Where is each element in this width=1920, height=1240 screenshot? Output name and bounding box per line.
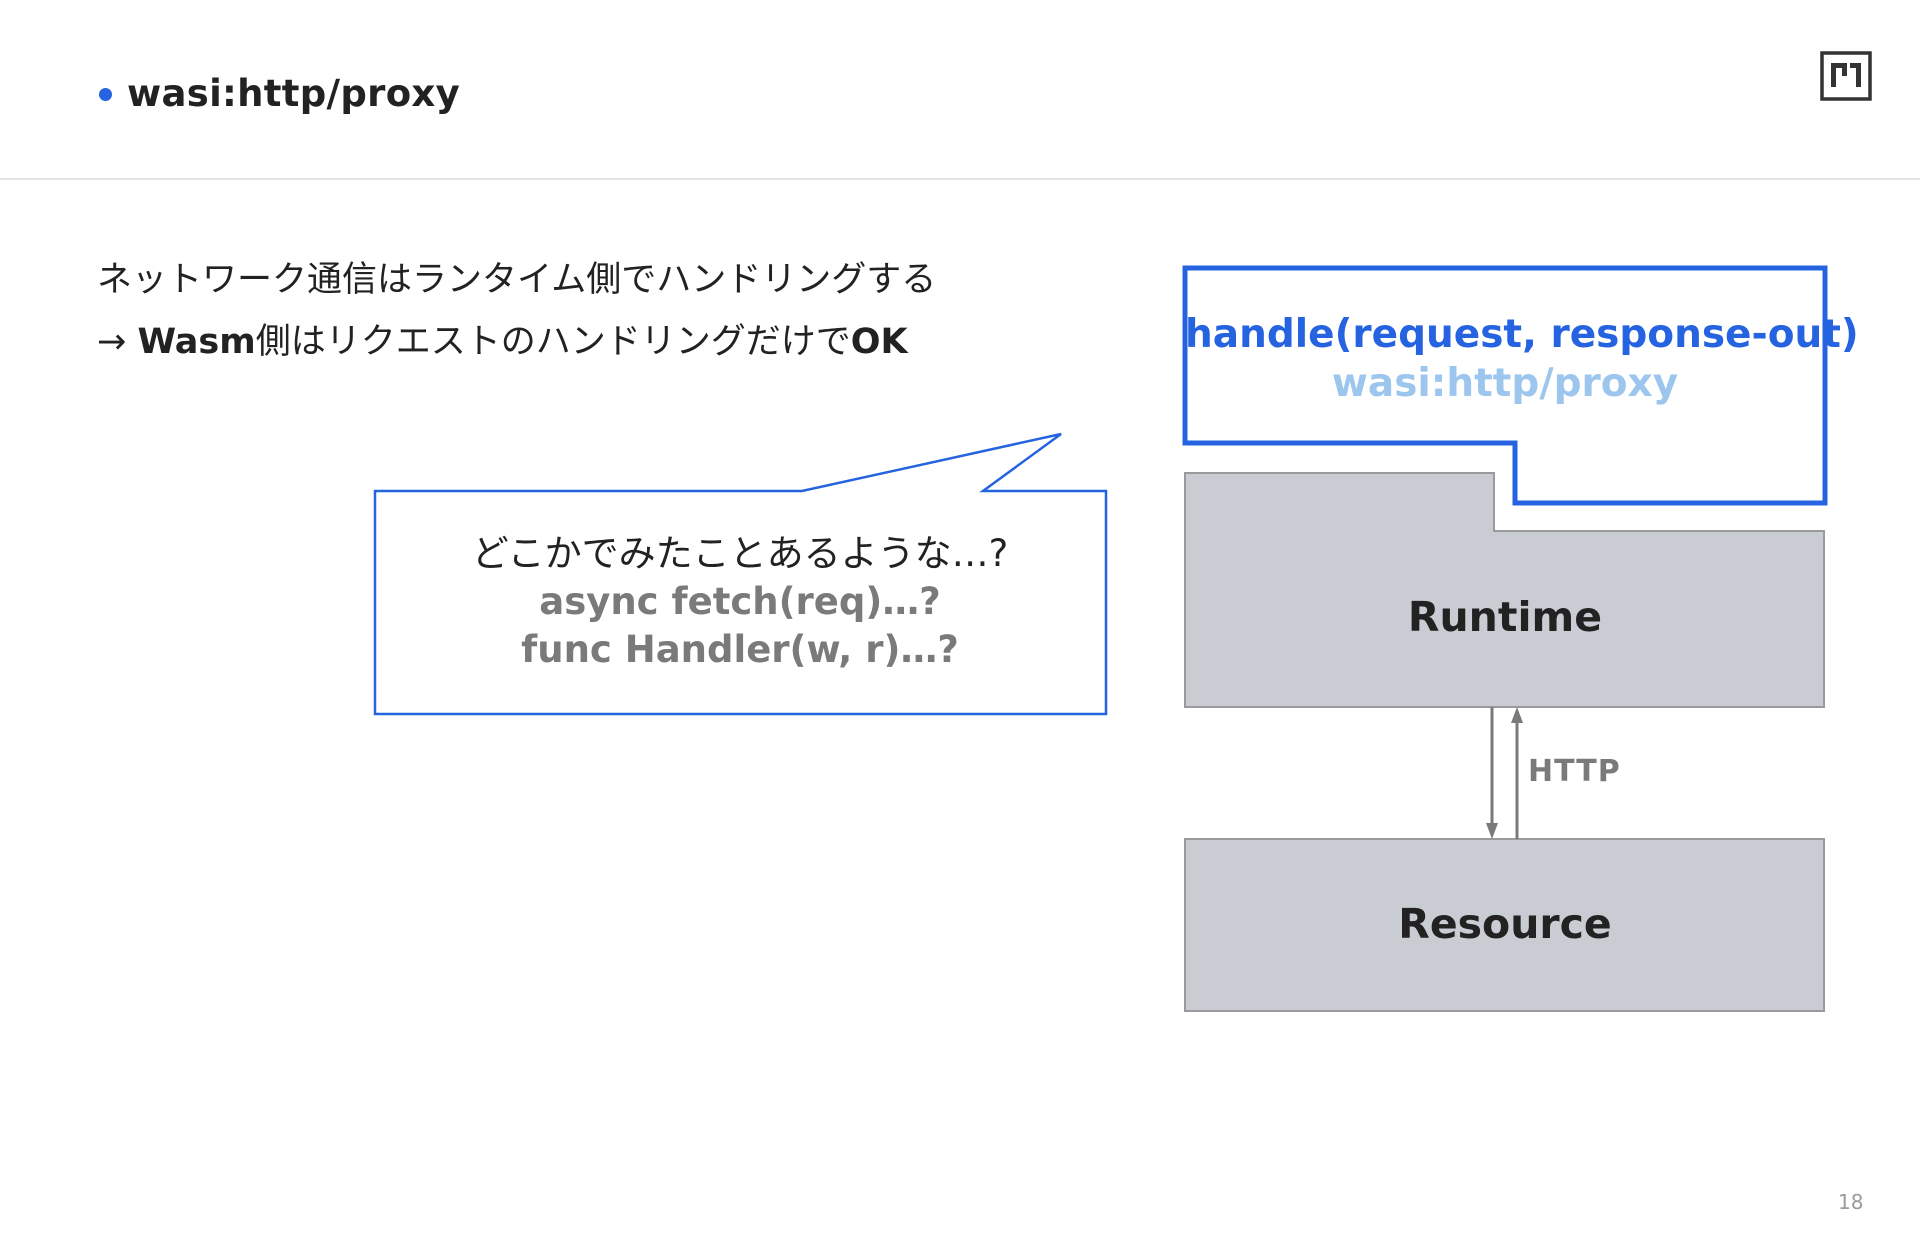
- arrow-prefix: →: [97, 322, 138, 362]
- resource-label: Resource: [1398, 900, 1612, 948]
- handle-signature: handle(request, response-out): [1185, 312, 1859, 357]
- bullet-dot-icon: [99, 88, 112, 101]
- body-line-runtime-handles-network: ネットワーク通信はランタイム側でハンドリングする: [97, 260, 937, 300]
- proxy-interface-box: [1182, 265, 1828, 506]
- speech-bubble: [373, 432, 1108, 716]
- arrow-down-head: [1486, 823, 1498, 839]
- ok-word: OK: [850, 322, 908, 362]
- bubble-line-go-handler: func Handler(w, r)…?: [521, 628, 959, 671]
- header-divider: [0, 178, 1920, 180]
- bubble-line-seen-before: どこかでみたことあるような…?: [471, 532, 1009, 575]
- resource-box: [1184, 838, 1825, 1012]
- body-line2-middle: 側はリクエストのハンドリングだけで: [255, 322, 851, 362]
- http-connection-label: HTTP: [1528, 754, 1621, 789]
- runtime-box: [1184, 472, 1825, 708]
- slide-title: wasi:http/proxy: [127, 72, 461, 115]
- proxy-interface-name: wasi:http/proxy: [1331, 361, 1679, 406]
- runtime-label: Runtime: [1407, 593, 1603, 641]
- page-number: 18: [1838, 1190, 1864, 1214]
- brand-logo-icon: [1820, 51, 1872, 105]
- body-line-wasm-handles-request: → Wasm側はリクエストのハンドリングだけでOK: [97, 318, 908, 366]
- bubble-line-async-fetch: async fetch(req)…?: [539, 580, 941, 623]
- wasm-word: Wasm: [137, 322, 256, 362]
- arrow-up-head: [1511, 707, 1523, 723]
